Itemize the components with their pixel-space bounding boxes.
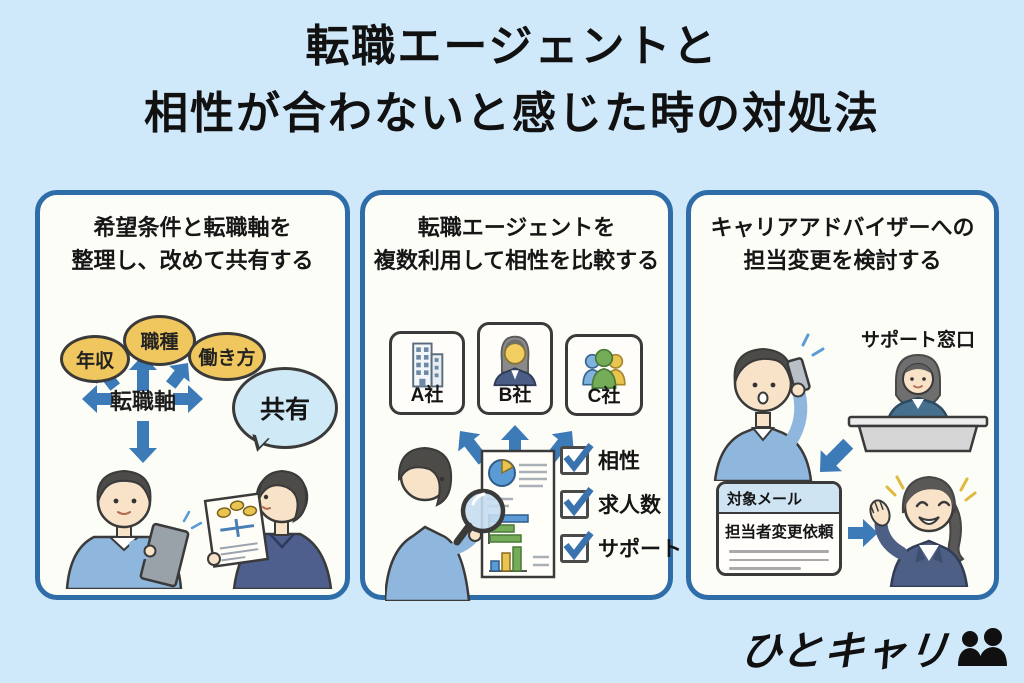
sparkle-lines-icon bbox=[885, 475, 977, 502]
mail-text-line bbox=[729, 550, 829, 553]
page-title-line2: 相性が合わないと感じた時の対処法 bbox=[144, 88, 880, 138]
checklist-label: 求人数 bbox=[598, 494, 661, 517]
checked-checkbox-icon bbox=[560, 442, 594, 475]
logo-text: ひとキャリ bbox=[738, 628, 952, 674]
shared-paper-icon bbox=[203, 492, 270, 568]
man-on-phone-illustration bbox=[713, 333, 825, 481]
panel3-title-line1: キャリアアドバイザーへの bbox=[710, 215, 975, 240]
happy-advisor-illustration bbox=[869, 475, 977, 587]
panel-change-advisor: キャリアアドバイザーへの 担当変更を検討する サポート窓口 bbox=[686, 190, 999, 600]
mail-subject: 担当者変更依頼 bbox=[725, 524, 834, 541]
checklist-label: 相性 bbox=[598, 450, 640, 473]
company-a-label: A社 bbox=[410, 385, 444, 406]
mail-header: 対象メール bbox=[719, 484, 839, 514]
checked-checkbox-icon bbox=[560, 486, 594, 519]
two-people-sharing-illustration bbox=[65, 469, 333, 589]
checklist-item-compatibility: 相性 bbox=[560, 442, 682, 475]
checklist-item-support: サポート bbox=[560, 530, 682, 563]
hitocari-logo: ひとキャリ bbox=[738, 617, 1008, 677]
panel3-title: キャリアアドバイザーへの 担当変更を検討する bbox=[691, 211, 994, 277]
change-request-mail-card: 対象メール 担当者変更依頼 bbox=[716, 481, 842, 576]
panel-reorganize-and-share: 希望条件と転職軸を 整理し、改めて共有する 年収 職種 働き方 転職軸 共有 bbox=[35, 190, 350, 600]
condition-bubble-workstyle: 働き方 bbox=[188, 332, 266, 381]
checked-checkbox-icon bbox=[560, 530, 594, 563]
company-a-card: A社 bbox=[389, 331, 465, 415]
right-arrow-icon bbox=[848, 519, 878, 547]
condition-bubble-jobtype: 職種 bbox=[123, 315, 196, 366]
condition-bubble-income: 年収 bbox=[60, 335, 130, 383]
career-axis-label: 転職軸 bbox=[109, 389, 176, 414]
panel-compare-agents: 転職エージェントを 複数利用して相性を比較する A社 bbox=[360, 190, 682, 601]
man-with-magnifier-illustration bbox=[385, 446, 556, 601]
mail-text-line bbox=[729, 567, 801, 570]
company-c-label: C社 bbox=[587, 386, 621, 407]
support-desk-label: サポート窓口 bbox=[860, 330, 975, 351]
share-speech-bubble: 共有 bbox=[232, 367, 338, 449]
company-c-card: C社 bbox=[565, 334, 643, 416]
people-icon bbox=[958, 628, 1007, 666]
desk-icon bbox=[847, 415, 989, 453]
panel2-title-line1: 転職エージェントを bbox=[417, 215, 616, 240]
checklist-label: サポート bbox=[598, 538, 682, 561]
down-left-arrow-icon bbox=[820, 438, 854, 472]
page-title-line1: 転職エージェントと bbox=[305, 22, 719, 71]
people-group-icon bbox=[582, 348, 626, 389]
agent-woman-icon bbox=[493, 335, 537, 387]
checklist-item-job-count: 求人数 bbox=[560, 486, 682, 519]
company-b-label: B社 bbox=[498, 385, 532, 406]
panel2-title-line2: 複数利用して相性を比較する bbox=[373, 248, 660, 273]
panel1-title-line2: 整理し、改めて共有する bbox=[71, 248, 314, 273]
waving-hand-icon bbox=[869, 499, 891, 527]
page-title: 転職エージェントと 相性が合わないと感じた時の対処法 bbox=[0, 14, 1024, 148]
share-speech-text: 共有 bbox=[259, 396, 310, 424]
panel2-title: 転職エージェントを 複数利用して相性を比較する bbox=[365, 211, 668, 277]
receptionist-at-desk-illustration bbox=[847, 353, 989, 453]
panel3-title-line2: 担当変更を検討する bbox=[743, 248, 942, 273]
company-b-card: B社 bbox=[477, 322, 553, 415]
panel1-title-line1: 希望条件と転職軸を bbox=[93, 215, 292, 240]
building-icon bbox=[412, 342, 444, 388]
career-axis-diagram: 年収 職種 働き方 転職軸 共有 bbox=[48, 307, 345, 475]
mail-text-line bbox=[729, 558, 829, 561]
comparison-checklist: 相性 求人数 サポート bbox=[560, 442, 682, 563]
magnifier-icon bbox=[453, 488, 506, 546]
panel1-title: 希望条件と転職軸を 整理し、改めて共有する bbox=[40, 211, 345, 277]
